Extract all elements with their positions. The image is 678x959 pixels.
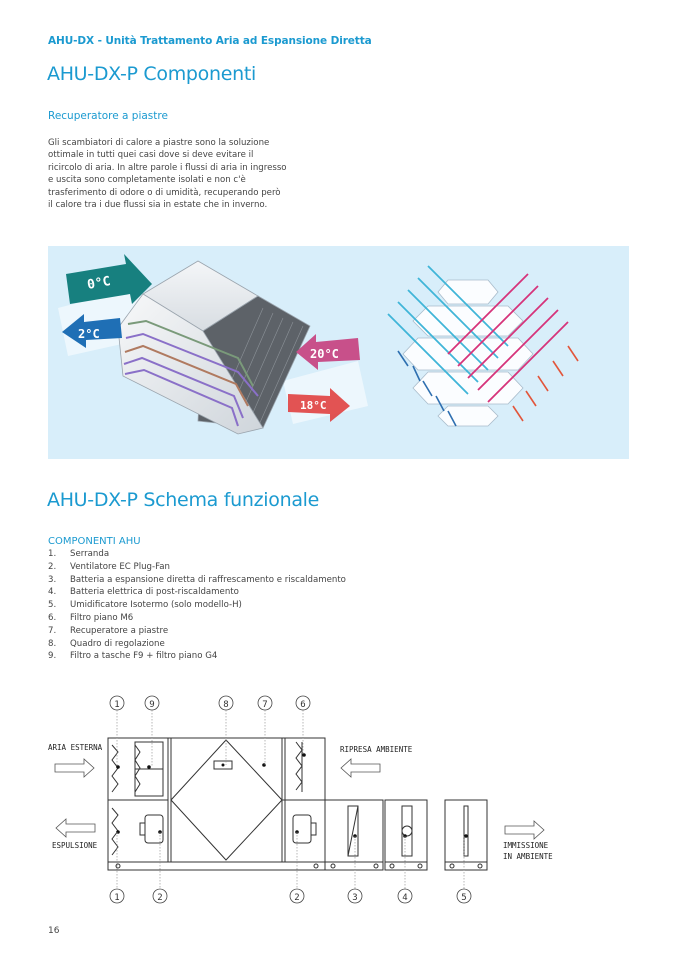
running-header: AHU-DX - Unità Trattamento Aria ad Espan… (48, 35, 372, 47)
callout-bottom: 1 (114, 893, 119, 903)
callout-top: 1 (114, 700, 119, 710)
arrow-aria-esterna (54, 758, 95, 778)
arrow-0c: 0°C (66, 254, 152, 304)
list-item: 2.Ventilatore EC Plug-Fan (48, 561, 170, 572)
arrow-18c: 18°C (288, 388, 350, 422)
svg-text:ESPULSIONE: ESPULSIONE (52, 841, 98, 850)
arrow-2c: 2°C (62, 314, 122, 348)
list-item: 9.Filtro a tasche F9 + filtro piano G4 (48, 651, 218, 662)
svg-text:20°C: 20°C (310, 347, 339, 361)
list-item: 6.Filtro piano M6 (48, 612, 134, 623)
arrow-20c: 20°C (296, 334, 360, 370)
callout-top: 6 (300, 700, 305, 710)
callout-bottom: 3 (352, 893, 357, 903)
page-number: 16 (48, 926, 60, 936)
components-heading: COMPONENTI AHU (48, 536, 141, 547)
svg-text:IMMISSIONE: IMMISSIONE (503, 841, 549, 850)
svg-text:2°C: 2°C (78, 327, 100, 341)
arrow-ripresa-ambiente (340, 758, 381, 778)
arrow-espulsione (55, 818, 96, 838)
description-paragraph: Gli scambiatori di calore a piastre sono… (48, 138, 287, 211)
heat-exchanger-illustration: 0°C 2°C 20°C 18°C (48, 246, 629, 459)
callout-bottom: 4 (402, 893, 407, 903)
list-item: 8.Quadro di regolazione (48, 638, 165, 649)
list-item: 3.Batteria a espansione diretta di raffr… (48, 574, 346, 585)
callout-top: 8 (223, 700, 228, 710)
svg-text:RIPRESA AMBIENTE: RIPRESA AMBIENTE (340, 745, 413, 754)
svg-text:0°C: 0°C (86, 274, 112, 293)
svg-text:18°C: 18°C (300, 399, 327, 412)
callout-top: 7 (262, 700, 267, 710)
list-item: 5.Umidificatore Isotermo (solo modello-H… (48, 600, 242, 611)
callout-top: 9 (149, 700, 154, 710)
list-item: 4.Batteria elettrica di post-riscaldamen… (48, 587, 239, 598)
svg-text:ARIA ESTERNA: ARIA ESTERNA (48, 743, 103, 752)
list-item: 1.Serranda (48, 549, 110, 559)
arrow-immissione (504, 820, 545, 840)
callout-bottom: 5 (461, 893, 466, 903)
callout-bottom: 2 (294, 893, 299, 903)
callout-bottom: 2 (157, 893, 162, 903)
svg-text:IN AMBIENTE: IN AMBIENTE (503, 852, 553, 861)
section-title-componenti: AHU-DX-P Componenti (47, 63, 256, 85)
list-item: 7.Recuperatore a piastre (48, 625, 169, 636)
subtitle-recuperatore: Recuperatore a piastre (48, 110, 168, 122)
section-title-schema: AHU-DX-P Schema funzionale (47, 489, 320, 511)
components-list: 1.Serranda 2.Ventilatore EC Plug-Fan 3.B… (48, 548, 346, 663)
